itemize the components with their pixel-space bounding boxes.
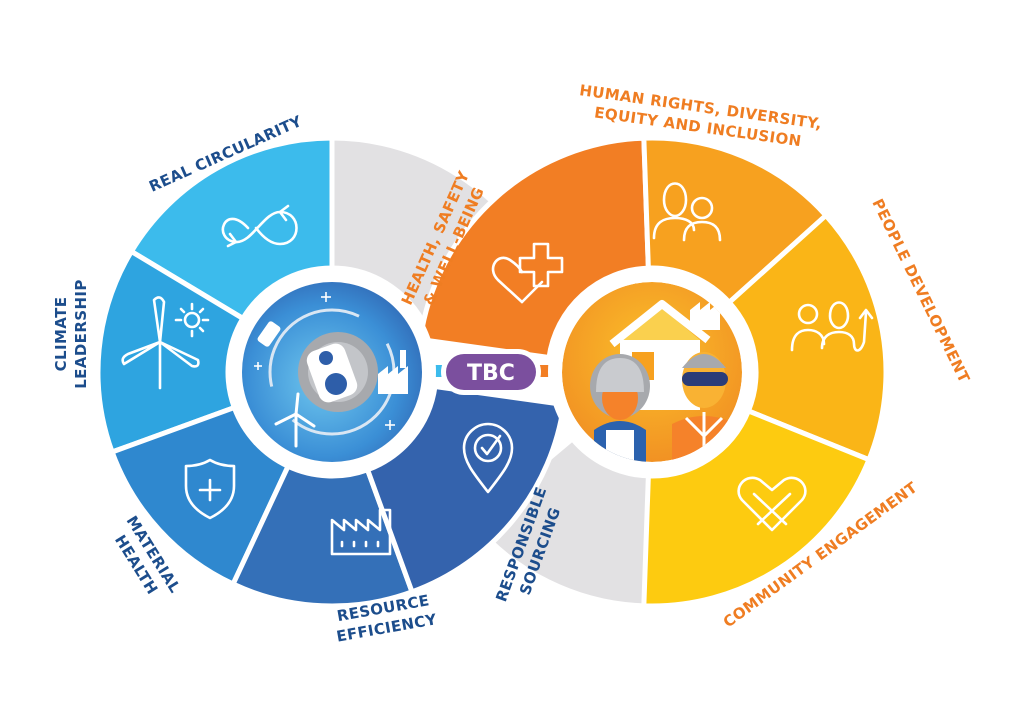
svg-text:LEADERSHIP: LEADERSHIP (72, 279, 90, 389)
label-climate-leadership: CLIMATE LEADERSHIP (52, 279, 90, 389)
people-house-factory-icon (548, 268, 756, 476)
shield-plus-icon (184, 458, 236, 520)
tbc-pill (446, 354, 536, 390)
factory-icon (330, 508, 392, 556)
aluminium-can-factory-icon (228, 268, 436, 476)
segments-layer (95, 135, 889, 609)
heart-hands-icon (737, 476, 807, 532)
infinity-arrows-icon (221, 204, 298, 248)
people-growth-icon (790, 301, 874, 352)
center-label: TBC (467, 361, 515, 386)
svg-text:CLIMATE: CLIMATE (52, 297, 70, 372)
location-check-icon (462, 422, 514, 494)
wind-turbine-sun-icon (121, 296, 210, 390)
heart-cross-icon (491, 242, 564, 304)
two-people-icon (652, 182, 722, 242)
